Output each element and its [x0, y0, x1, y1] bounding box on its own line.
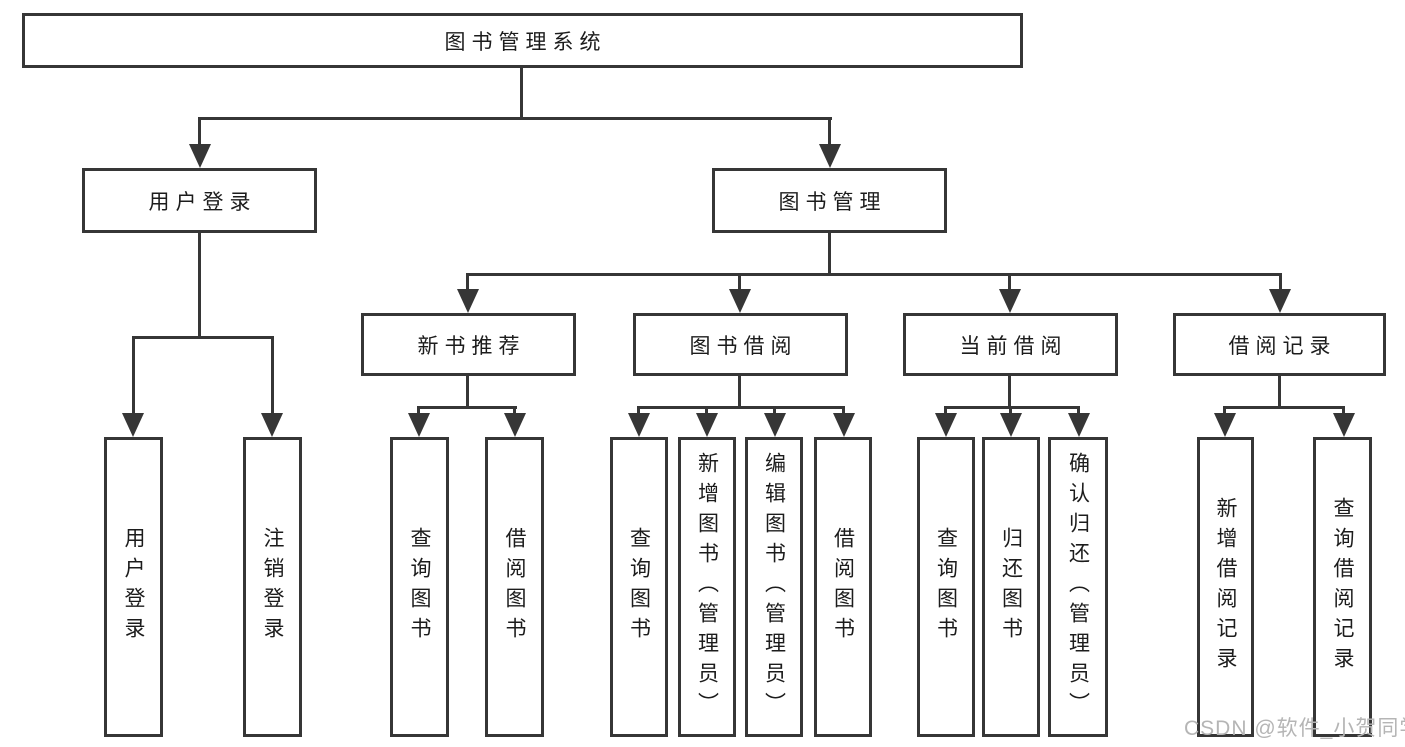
arrowhead-icon — [833, 413, 855, 437]
node-new-book-recommend: 新书推荐 — [361, 313, 576, 376]
leaf-query-books-rec: 查询图书 — [390, 437, 449, 737]
connector-drop — [705, 406, 708, 416]
arrowhead-icon — [457, 289, 479, 313]
connector-drop — [1077, 406, 1080, 416]
arrowhead-icon — [1333, 413, 1355, 437]
leaf-label: 编辑图书（管理员） — [762, 452, 786, 722]
node-label: 图书管理 — [778, 190, 887, 214]
arrowhead-icon — [261, 413, 283, 437]
connector-drop — [417, 406, 420, 416]
leaf-add-books-admin: 新增图书（管理员） — [678, 437, 736, 737]
arrowhead-icon — [935, 413, 957, 437]
connector-drop — [637, 406, 640, 416]
node-label: 图书管理系统 — [444, 30, 607, 54]
arrowhead-icon — [764, 413, 786, 437]
leaf-label: 确认归还（管理员） — [1066, 452, 1090, 722]
arrowhead-icon — [696, 413, 718, 437]
leaf-label: 归还图书 — [999, 527, 1023, 647]
leaf-label: 借阅图书 — [831, 527, 855, 647]
connector-borrow-record-stem — [1278, 376, 1281, 406]
leaf-edit-books-admin: 编辑图书（管理员） — [745, 437, 803, 737]
connector-user-login-span — [132, 336, 274, 339]
connector-drop-book-borrow — [738, 273, 741, 291]
leaf-label: 查询图书 — [627, 527, 651, 647]
node-label: 用户登录 — [148, 190, 257, 214]
connector-current-borrow-span — [944, 406, 1080, 409]
leaf-query-books-current: 查询图书 — [917, 437, 975, 737]
leaf-label: 新增图书（管理员） — [695, 452, 719, 722]
arrowhead-icon — [408, 413, 430, 437]
connector-drop-book-management — [828, 117, 831, 147]
node-label: 借阅记录 — [1228, 334, 1337, 358]
node-label: 当前借阅 — [959, 334, 1068, 358]
leaf-borrow-books: 借阅图书 — [814, 437, 872, 737]
connector-book-mgmt-span — [466, 273, 1282, 276]
connector-book-borrow-span — [637, 406, 845, 409]
connector-borrow-record-span — [1223, 406, 1345, 409]
connector-new-rec-span — [417, 406, 517, 409]
leaf-add-borrow-record: 新增借阅记录 — [1197, 437, 1254, 737]
connector-drop-current-borrow — [1008, 273, 1011, 291]
connector-drop-user-login — [198, 117, 201, 147]
node-borrowing-records: 借阅记录 — [1173, 313, 1386, 376]
csdn-watermark: CSDN @软件_小贺同学 — [1184, 717, 1405, 740]
leaf-label: 用户登录 — [122, 527, 145, 647]
node-book-borrowing: 图书借阅 — [633, 313, 848, 376]
leaf-return-books: 归还图书 — [982, 437, 1040, 737]
arrowhead-icon — [819, 144, 841, 168]
connector-drop — [1342, 406, 1345, 416]
leaf-label: 借阅图书 — [503, 527, 526, 647]
leaf-user-login: 用户登录 — [104, 437, 163, 737]
connector-drop-new-rec — [466, 273, 469, 291]
connector-drop — [773, 406, 776, 416]
node-label: 图书借阅 — [689, 334, 798, 358]
node-book-management: 图书管理 — [712, 168, 947, 233]
arrowhead-icon — [628, 413, 650, 437]
connector-root-span — [198, 117, 832, 120]
arrowhead-icon — [999, 289, 1021, 313]
connector-drop — [1223, 406, 1226, 416]
connector-drop-logout-leaf — [271, 336, 274, 414]
connector-drop — [842, 406, 845, 416]
connector-book-mgmt-stem — [828, 233, 831, 273]
node-user-login: 用户登录 — [82, 168, 317, 233]
arrowhead-icon — [1269, 289, 1291, 313]
connector-drop-borrow-record — [1279, 273, 1282, 291]
leaf-confirm-return-admin: 确认归还（管理员） — [1048, 437, 1108, 737]
leaf-label: 注销登录 — [261, 527, 284, 647]
leaf-label: 查询借阅记录 — [1331, 497, 1354, 677]
leaf-label: 新增借阅记录 — [1214, 497, 1237, 677]
connector-drop — [513, 406, 516, 416]
arrowhead-icon — [122, 413, 144, 437]
leaf-label: 查询图书 — [408, 527, 431, 647]
arrowhead-icon — [1214, 413, 1236, 437]
node-library-management-system: 图书管理系统 — [22, 13, 1023, 68]
connector-user-login-stem — [198, 233, 201, 336]
arrowhead-icon — [1000, 413, 1022, 437]
node-label: 新书推荐 — [417, 334, 526, 358]
leaf-borrow-books-rec: 借阅图书 — [485, 437, 544, 737]
leaf-label: 查询图书 — [934, 527, 958, 647]
connector-drop — [1009, 406, 1012, 416]
node-current-borrowing: 当前借阅 — [903, 313, 1118, 376]
arrowhead-icon — [729, 289, 751, 313]
arrowhead-icon — [189, 144, 211, 168]
connector-drop-login-leaf — [132, 336, 135, 414]
arrowhead-icon — [504, 413, 526, 437]
connector-root-stem — [520, 68, 523, 118]
connector-new-rec-stem — [466, 376, 469, 406]
leaf-logout: 注销登录 — [243, 437, 302, 737]
leaf-query-borrow-record: 查询借阅记录 — [1313, 437, 1372, 737]
connector-book-borrow-stem — [738, 376, 741, 406]
arrowhead-icon — [1068, 413, 1090, 437]
connector-current-borrow-stem — [1008, 376, 1011, 406]
leaf-query-books-borrow: 查询图书 — [610, 437, 668, 737]
connector-drop — [944, 406, 947, 416]
